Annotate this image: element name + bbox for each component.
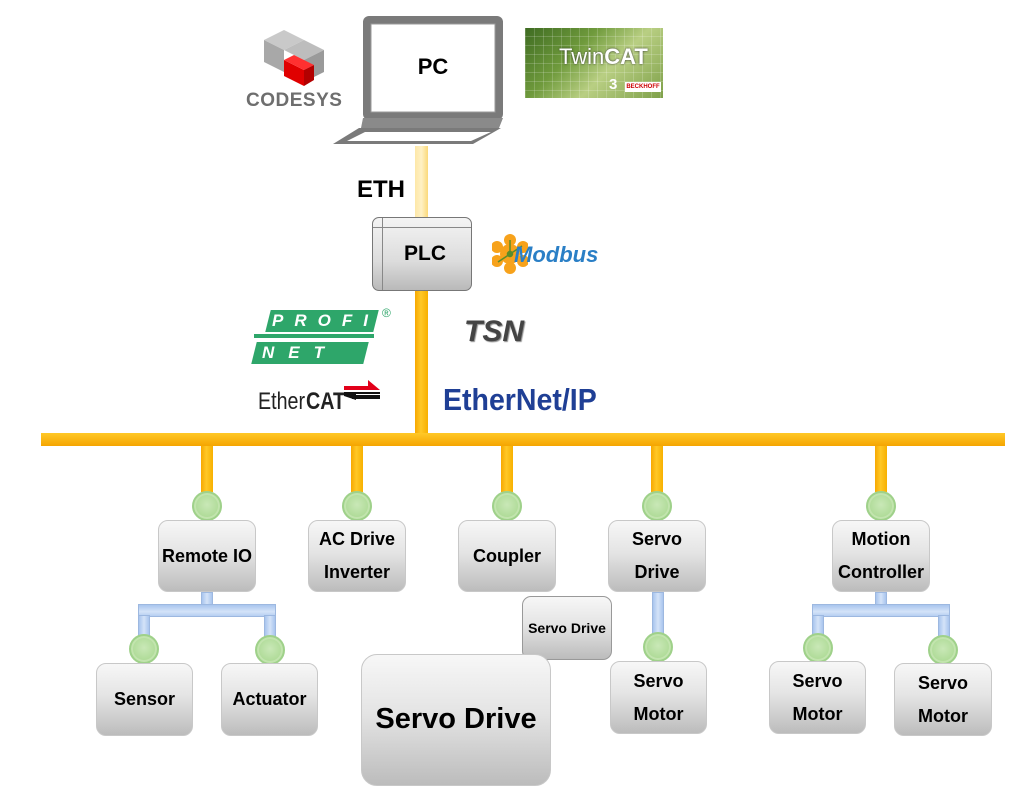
device-sensor[interactable]: Sensor — [96, 663, 193, 736]
codesys-text: CODESYS — [246, 90, 343, 111]
node-servo-motor-3 — [928, 635, 958, 665]
pc-label: PC — [417, 54, 449, 79]
bus-drop-coupler — [501, 446, 513, 492]
plc-label: PLC — [404, 242, 446, 265]
remote-io-branch — [138, 604, 276, 617]
node-servo-motor-1 — [643, 632, 673, 662]
tsn-logo: TSN — [464, 315, 524, 348]
device-label-line1: Servo — [633, 670, 684, 691]
ethercat-text-bold: CAT — [306, 388, 345, 415]
servo-drive-large[interactable]: Servo Drive — [361, 654, 551, 786]
device-label-line2: Motor — [918, 705, 968, 726]
bus-drop-servo-drive — [651, 446, 663, 492]
device-label-line1: Motion — [851, 529, 911, 549]
ethercat-text-light: Ether — [258, 388, 306, 415]
node-sensor — [129, 634, 159, 664]
device-label: Servo Drive — [528, 619, 606, 636]
device-servo-motor-1[interactable]: Servo Motor — [610, 661, 707, 734]
device-label: Coupler — [472, 545, 541, 566]
ethercat-logo: Ether CAT — [258, 378, 383, 418]
node-servo-drive — [642, 491, 672, 521]
ethernetip-text1: Ether — [443, 382, 516, 417]
device-label-line2: Motor — [633, 703, 684, 724]
modbus-logo: Modbus — [492, 234, 624, 274]
twincat-logo: TwinCAT 3 BECKHOFF — [525, 28, 663, 98]
device-motion-controller[interactable]: Motion Controller — [832, 520, 930, 592]
twincat-text-bold: CAT — [604, 44, 648, 69]
bus-drop-remote-io — [201, 446, 213, 492]
node-remote-io — [192, 491, 222, 521]
ethernet-bus — [41, 433, 1005, 446]
device-coupler[interactable]: Coupler — [458, 520, 556, 592]
eth-link — [415, 146, 428, 218]
twincat-text-light: Twin — [559, 44, 605, 69]
node-coupler — [492, 491, 522, 521]
node-servo-motor-2 — [803, 633, 833, 663]
device-label-line2: Controller — [837, 562, 924, 582]
device-label-line2: Drive — [634, 562, 680, 582]
bus-drop-ac-drive — [351, 446, 363, 492]
ethernetip-logo: EtherNet/IP — [443, 382, 597, 418]
codesys-logo: CODESYS — [246, 28, 346, 112]
eth-label: ETH — [357, 176, 405, 203]
device-label-line1: Servo — [631, 529, 683, 549]
device-label-line1: AC Drive — [318, 529, 396, 549]
device-servo-motor-2[interactable]: Servo Motor — [769, 661, 866, 734]
device-label-line2: Inverter — [323, 562, 391, 582]
device-ac-drive-inverter[interactable]: AC Drive Inverter — [308, 520, 406, 592]
twincat-version: 3 — [609, 76, 618, 93]
modbus-star-icon — [492, 234, 528, 274]
plc-trunk — [415, 291, 428, 437]
modbus-text: Modbus — [514, 242, 599, 267]
laptop-icon — [333, 16, 503, 144]
twincat-vendor: BECKHOFF — [625, 82, 661, 92]
node-ac-drive — [342, 491, 372, 521]
ethernetip-text2: Net/IP — [515, 382, 597, 417]
device-label: Sensor — [113, 689, 176, 709]
registered-icon: ® — [382, 306, 391, 320]
device-actuator[interactable]: Actuator — [221, 663, 318, 736]
servo-drive-small[interactable]: Servo Drive — [522, 596, 612, 660]
plc-box[interactable]: PLC — [372, 217, 472, 291]
bus-drop-motion-controller — [875, 446, 887, 492]
device-label-line2: Motor — [792, 703, 843, 724]
device-label-line1: Servo — [917, 672, 969, 693]
device-label-line1: Servo — [792, 670, 843, 691]
codesys-cube-icon — [264, 30, 324, 86]
profinet-text2: NET — [262, 343, 338, 362]
node-actuator — [255, 635, 285, 665]
ethercat-arrows-icon — [344, 380, 380, 400]
motion-controller-branch — [812, 604, 950, 617]
device-servo-drive[interactable]: Servo Drive — [608, 520, 706, 592]
profinet-text1: PROFI — [272, 311, 379, 330]
pc-laptop: PC — [333, 14, 505, 149]
device-label: Remote IO — [161, 545, 253, 566]
device-label: Servo Drive — [375, 702, 537, 735]
device-remote-io[interactable]: Remote IO — [158, 520, 256, 592]
node-motion-controller — [866, 491, 896, 521]
servo-drive-drop — [652, 592, 664, 636]
device-label: Actuator — [232, 689, 307, 709]
device-servo-motor-3[interactable]: Servo Motor — [894, 663, 992, 736]
profinet-logo: PROFI NET ® — [248, 306, 398, 368]
